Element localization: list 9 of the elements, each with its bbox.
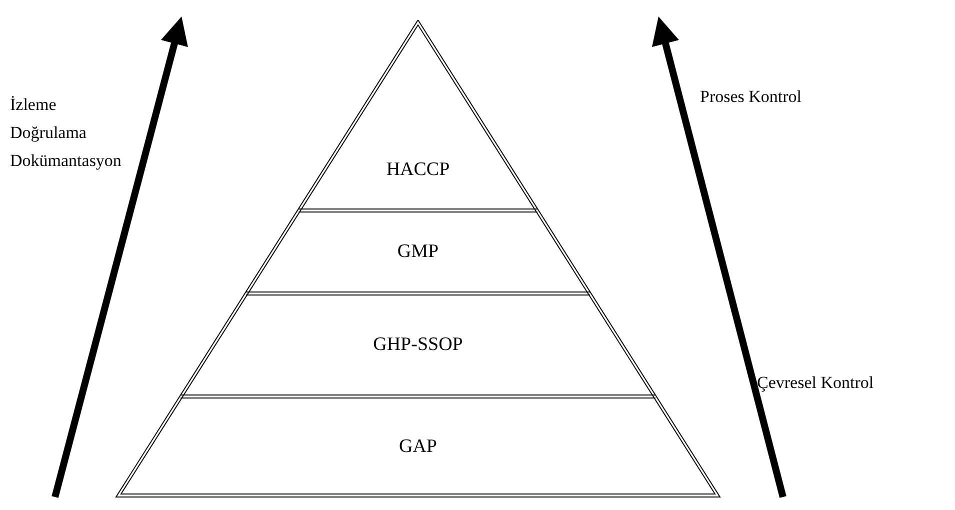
layer-label: GAP [398, 434, 437, 459]
side-label: Doğrulama [10, 122, 86, 144]
layer-label: GHP-SSOP [373, 333, 463, 358]
layer-label: HACCP [386, 158, 450, 182]
side-label: Çevresel Kontrol [757, 372, 874, 394]
side-label: Proses Kontrol [700, 86, 802, 108]
side-label: Dokümantasyon [10, 150, 122, 172]
layer-label: GMP [397, 240, 439, 264]
side-label: İzleme [10, 94, 56, 116]
